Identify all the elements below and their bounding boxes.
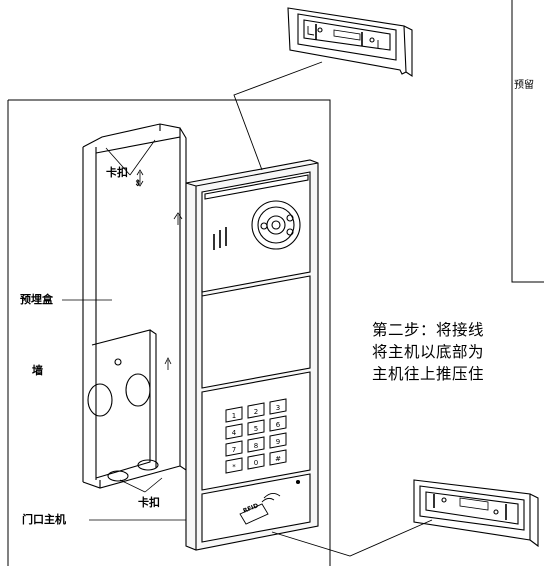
keypad-key-label: 2 (254, 408, 258, 416)
keypad-key-label: 8 (254, 442, 258, 450)
keypad-key: 8 (247, 436, 265, 453)
keypad-key: 5 (247, 419, 265, 436)
clip-bottom-leader (119, 477, 163, 493)
door-station-panel (185, 159, 319, 551)
keypad-key: 0 (247, 453, 265, 470)
keypad-key: 1 (225, 406, 243, 423)
clip-top-leader (105, 139, 156, 176)
keypad-key-label: 4 (232, 429, 237, 437)
clip-bottom-label: 卡扣 (138, 496, 160, 509)
instruction-line-1: 第二步：将接线 (372, 321, 485, 339)
detail-bottom-clip (413, 479, 539, 548)
bottom-callout-connector (271, 519, 433, 557)
keypad-key-label: 9 (276, 438, 280, 446)
detail-top-clip (287, 7, 413, 78)
keypad-key-label: 1 (232, 412, 236, 420)
keypad-key: 7 (225, 440, 243, 457)
keypad-key: 9 (269, 432, 287, 449)
door-unit-label: 门口主机 (22, 513, 66, 526)
display-area (201, 275, 311, 389)
keypad-key-label: 7 (232, 446, 236, 454)
keypad-key: 6 (269, 415, 287, 432)
camera-lens-outer (251, 200, 301, 250)
keypad-key: 2 (247, 402, 265, 419)
keypad-key-label: 0 (254, 459, 258, 467)
embedded-box-label: 预埋盒 (20, 293, 53, 306)
top-callout-connector (233, 61, 323, 171)
card-reader-section (201, 473, 311, 543)
clip-top-arrow-mark (136, 169, 144, 187)
clip-top-arrow-label: ⇕ (134, 179, 142, 189)
wall-label: 墙 (32, 364, 43, 377)
card-reader-icon (239, 503, 269, 525)
top-right-frame (511, 0, 544, 283)
keypad-key-label: # (275, 455, 281, 463)
keypad-keys: 1 2 3 4 5 6 7 8 9 * 0 # (225, 398, 287, 474)
keypad-key: * (225, 457, 243, 474)
speaker-grille (213, 227, 227, 250)
keypad-key: 4 (225, 423, 243, 440)
keypad-key: # (269, 449, 287, 466)
instruction-line-3: 主机往上推压住 (372, 365, 485, 383)
diagram-frame (7, 99, 331, 566)
keypad-key-label: 3 (276, 404, 280, 412)
keypad-key-label: * (232, 463, 236, 471)
keypad-key-label: 5 (254, 425, 258, 433)
clip-top-label: 卡扣 (106, 166, 128, 179)
keypad-key-label: 6 (276, 421, 281, 429)
instruction-line-2: 将主机以底部为 (372, 343, 485, 361)
top-right-partial-label: 预留 (514, 80, 534, 91)
keypad-key: 3 (269, 398, 287, 415)
